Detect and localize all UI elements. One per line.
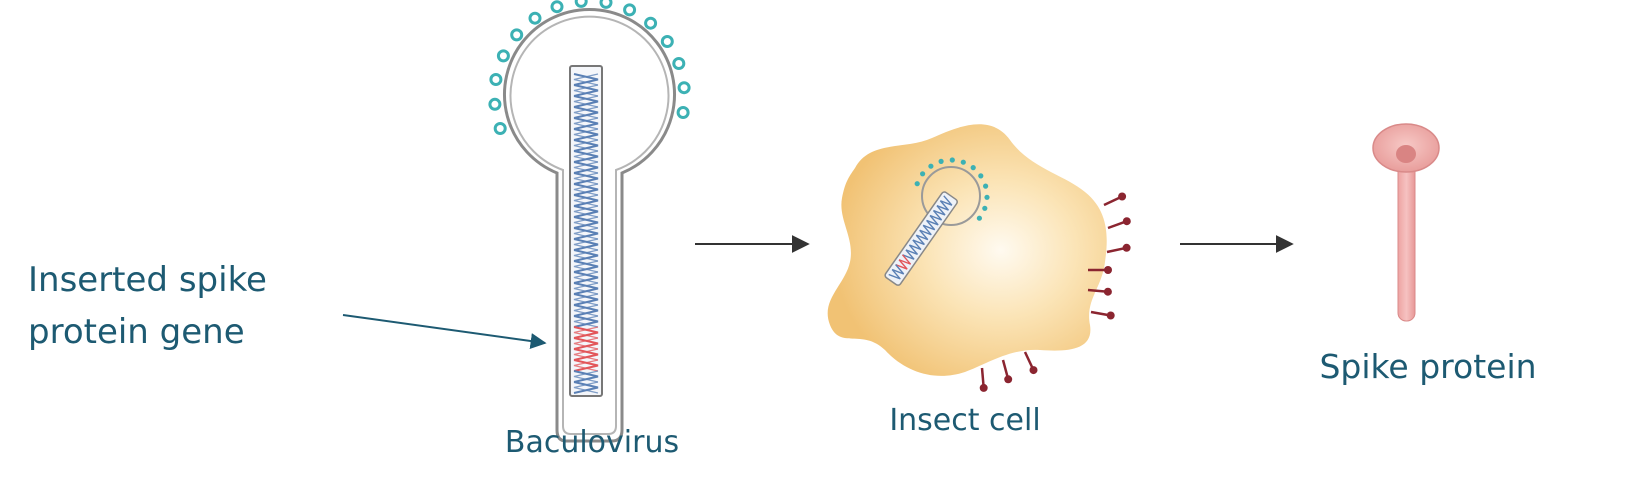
inserted-gene-label-line2: protein gene — [28, 312, 245, 352]
envelope-protein-icon — [496, 49, 510, 63]
dna-segment — [573, 370, 599, 383]
dna-segment — [573, 381, 599, 394]
inserted-gene-segment — [573, 359, 599, 372]
dna-segment — [573, 293, 599, 306]
dna-segment — [573, 128, 599, 141]
dna-segment — [573, 249, 599, 262]
baculovirus-inner-membrane — [509, 15, 670, 435]
envelope-protein-icon — [528, 11, 542, 25]
dna-segment — [573, 282, 599, 295]
dna-segment — [573, 238, 599, 251]
membrane-spike-icon — [1106, 311, 1115, 320]
dna-segment — [573, 84, 599, 97]
envelope-protein-icon — [660, 35, 674, 48]
dna-segment — [573, 117, 599, 130]
insect-cell-icon — [827, 124, 1131, 392]
envelope-protein-icon — [599, 0, 613, 9]
envelope-protein-icon — [672, 57, 686, 70]
envelope-protein-icon — [676, 106, 690, 119]
envelope-protein-icon — [677, 81, 691, 95]
dna-segment — [573, 205, 599, 218]
dna-segment — [573, 150, 599, 163]
membrane-spike-icon — [1004, 375, 1013, 384]
baculovirus-icon — [488, 0, 691, 443]
envelope-protein-icon — [623, 3, 637, 17]
membrane-spike-icon — [1029, 366, 1038, 375]
baculovirus-envelope — [503, 8, 676, 443]
spike-protein-core — [1396, 145, 1416, 163]
insect-cell-label: Insect cell — [889, 403, 1040, 438]
inserted-gene-segment — [573, 337, 599, 350]
spike-protein-label: Spike protein — [1319, 347, 1536, 386]
dna-segment — [573, 183, 599, 196]
membrane-spike-icon — [1122, 243, 1131, 252]
spike-protein-stem — [1397, 154, 1416, 322]
membrane-spike-icon — [1103, 287, 1112, 296]
baculovirus-label: Baculovirus — [505, 425, 679, 460]
dna-segment — [573, 315, 599, 328]
envelope-protein-icon — [510, 28, 524, 42]
dna-segment — [573, 172, 599, 185]
membrane-spike-icon — [1122, 217, 1131, 226]
dna-segment — [573, 227, 599, 240]
inserted-gene-label-line1: Inserted spike — [28, 260, 267, 300]
dna-segment — [573, 95, 599, 108]
insect-cell-body — [827, 124, 1107, 376]
membrane-spike-icon — [1118, 192, 1127, 201]
spike-protein-icon — [1372, 123, 1440, 322]
membrane-spike-icon — [1104, 266, 1112, 274]
envelope-proteins — [488, 0, 691, 135]
dna-segment — [573, 194, 599, 207]
dna-segment — [573, 106, 599, 119]
membrane-spike-proteins — [979, 192, 1131, 392]
envelope-protein-icon — [488, 97, 502, 111]
membrane-spike-icon — [979, 383, 988, 392]
dna-segment — [573, 271, 599, 284]
gene-pointer-arrow — [342, 314, 547, 349]
envelope-protein-icon — [644, 16, 658, 30]
envelope-protein-icon — [489, 73, 503, 86]
dna-segment — [573, 161, 599, 174]
dna-segment — [573, 73, 599, 86]
envelope-protein-icon — [574, 0, 588, 8]
dna-segment — [573, 260, 599, 273]
dna-segment — [573, 139, 599, 152]
internal-baculovirus-icon — [884, 157, 990, 286]
envelope-protein-icon — [493, 122, 507, 135]
inserted-gene-segment — [573, 326, 599, 339]
dna-helix — [573, 73, 599, 394]
dna-segment — [573, 216, 599, 229]
dna-segment — [573, 304, 599, 317]
inserted-gene-segment — [573, 348, 599, 361]
envelope-protein-icon — [550, 0, 564, 14]
